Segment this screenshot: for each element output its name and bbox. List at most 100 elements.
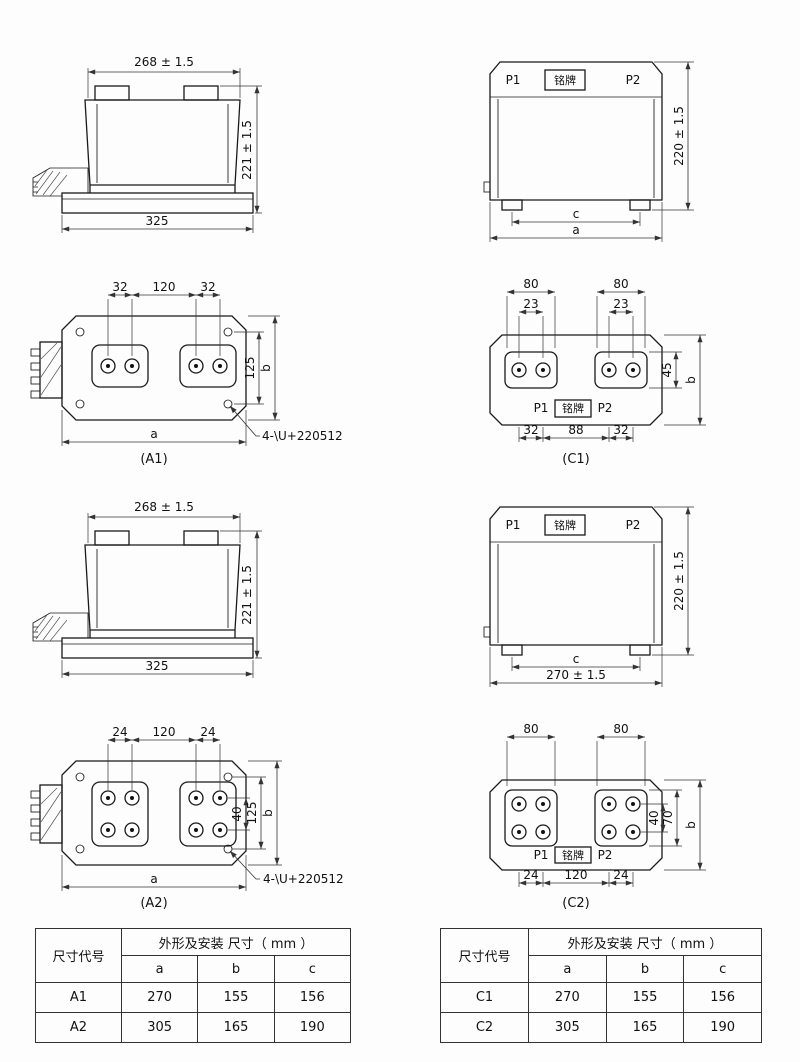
c1-top-dim-80-right: 80 [613, 277, 628, 291]
a1-top-dim-a: a [150, 427, 157, 441]
c1-front-p1-label: P1 [506, 73, 521, 87]
c2-top-p2-label: P2 [598, 848, 613, 862]
c2-top-dim-40: 40 [647, 810, 661, 825]
table-a-row1-code: A1 [35, 982, 122, 1013]
figure-c2-front: P1 铭牌 P2 220 ± 1.5 c 270 ± 1.5 [484, 507, 694, 687]
table-a-col-a: a [120, 955, 199, 983]
c1-top-p2-label: P2 [598, 401, 613, 415]
c1-top-dim-32-right: 32 [613, 423, 628, 437]
a2-top-body-outline [30, 760, 247, 866]
table-a-row1-c: 156 [273, 982, 352, 1013]
figure-a1-front: 268 ± 1.5 221 ± 1.5 325 [33, 55, 262, 233]
c1-top-dim-b: b [684, 376, 698, 384]
c1-front-p2-label: P2 [626, 73, 641, 87]
dimension-table-a: 尺寸代号 外形及安装 尺寸（ mm ） a b c A1 270 155 156… [35, 928, 352, 1043]
a2-top-dim-24-right: 24 [200, 725, 215, 739]
c2-top-dim-24-left: 24 [523, 868, 538, 882]
c1-top-dim-45: 45 [660, 362, 674, 377]
table-c-row2-b: 165 [605, 1012, 685, 1043]
c2-top-dimension-lines [506, 734, 706, 887]
table-a-code-header: 尺寸代号 [35, 928, 122, 983]
technical-drawing-canvas: 268 ± 1.5 221 ± 1.5 325 [30, 55, 706, 911]
table-row: A1 270 155 156 [35, 982, 352, 1013]
a2-front-base-dim: 325 [146, 659, 169, 673]
a2-front-width-dim: 268 ± 1.5 [134, 500, 194, 514]
c2-front-p1-label: P1 [506, 518, 521, 532]
table-a-col-c: c [273, 955, 352, 983]
table-a-row2-code: A2 [35, 1012, 122, 1043]
table-a-row1-a: 270 [120, 982, 199, 1013]
c1-front-dim-c: c [573, 207, 580, 221]
a2-top-dim-125: 125 [245, 802, 259, 825]
a1-front-width-dim: 268 ± 1.5 [134, 55, 194, 69]
table-row: A2 305 165 190 [35, 1012, 352, 1043]
table-c-row2-a: 305 [528, 1012, 607, 1043]
c1-top-body-outline [489, 334, 663, 426]
table-c-row1-a: 270 [528, 982, 607, 1013]
table-a-col-b: b [197, 955, 275, 983]
c2-front-p2-label: P2 [626, 518, 641, 532]
table-c-col-a: a [528, 955, 607, 983]
figure-c2-top: 80 80 40 70 b P1 铭牌 P2 24 120 24 (C2) [489, 722, 706, 911]
a1-front-height-dim: 221 ± 1.5 [240, 120, 254, 180]
table-a-row1-b: 155 [197, 982, 275, 1013]
table-c-group-header: 外形及安装 尺寸（ mm ） [528, 928, 762, 956]
c2-top-p1-label: P1 [534, 848, 549, 862]
a1-top-dim-b: b [259, 364, 273, 372]
c1-front-dim-a: a [572, 223, 579, 237]
a2-top-dim-120: 120 [153, 725, 176, 739]
figure-a1-top: 32 120 32 125 b a 4-\U+220512 (A1) [30, 280, 343, 467]
c2-front-height-dim: 220 ± 1.5 [672, 551, 686, 611]
table-c-row1-code: C1 [440, 982, 529, 1013]
table-a-row2-a: 305 [120, 1012, 199, 1043]
c1-top-dim-23-left: 23 [523, 297, 538, 311]
table-row: C1 270 155 156 [440, 982, 762, 1013]
dimension-table-c: 尺寸代号 外形及安装 尺寸（ mm ） a b c C1 270 155 156… [440, 928, 762, 1043]
a2-top-hole-note: 4-\U+220512 [263, 872, 344, 886]
figure-a2-front: 268 ± 1.5 221 ± 1.5 325 [33, 500, 262, 678]
table-a-group-header: 外形及安装 尺寸（ mm ） [121, 928, 351, 956]
a1-front-base-dim: 325 [146, 214, 169, 228]
table-c-col-b: b [605, 955, 685, 983]
a2-top-dim-b: b [261, 809, 275, 817]
a2-top-dim-40: 40 [230, 806, 244, 821]
a2-top-dim-a: a [150, 872, 157, 886]
table-c-row1-c: 156 [683, 982, 762, 1013]
a1-top-dim-120: 120 [153, 280, 176, 294]
figure-c1-front: P1 铭牌 P2 220 ± 1.5 c a [484, 62, 694, 242]
c2-top-dim-80-left: 80 [523, 722, 538, 736]
c2-top-dim-120: 120 [565, 868, 588, 882]
a1-top-dim-125: 125 [243, 357, 257, 380]
c1-caption: (C1) [562, 452, 590, 467]
figure-c1-top: 80 80 23 23 45 b P1 铭牌 P2 32 88 32 (C1) [489, 277, 706, 467]
c2-top-dim-24-right: 24 [613, 868, 628, 882]
c1-top-dim-32-left: 32 [523, 423, 538, 437]
a1-caption: (A1) [140, 452, 167, 467]
a1-top-body-outline [30, 315, 247, 421]
c1-top-dim-80-left: 80 [523, 277, 538, 291]
a2-caption: (A2) [140, 896, 167, 911]
c2-caption: (C2) [562, 896, 590, 911]
figure-a2-top: 24 120 24 40 125 b a 4-\U+220512 (A2) [30, 725, 344, 911]
table-a-row2-b: 165 [197, 1012, 275, 1043]
c2-front-width-dim: 270 ± 1.5 [546, 668, 606, 682]
a2-top-dim-24-left: 24 [112, 725, 127, 739]
c1-front-nameplate-label: 铭牌 [554, 73, 576, 87]
a2-front-height-dim: 221 ± 1.5 [240, 565, 254, 625]
c1-top-dim-23-right: 23 [613, 297, 628, 311]
c1-front-height-dim: 220 ± 1.5 [672, 106, 686, 166]
a1-top-hole-note: 4-\U+220512 [262, 429, 343, 443]
c1-top-dimension-lines [506, 289, 706, 442]
table-c-row1-b: 155 [605, 982, 685, 1013]
c1-top-dim-88: 88 [568, 423, 583, 437]
c2-top-dim-80-right: 80 [613, 722, 628, 736]
table-c-row2-code: C2 [440, 1012, 529, 1043]
c2-top-dim-b: b [684, 821, 698, 829]
c2-front-dim-c: c [573, 652, 580, 666]
c1-top-nameplate-label: 铭牌 [562, 401, 584, 415]
table-a-row2-c: 190 [273, 1012, 352, 1043]
table-row: C2 305 165 190 [440, 1012, 762, 1043]
table-c-row2-c: 190 [683, 1012, 762, 1043]
c2-top-dim-70: 70 [661, 810, 675, 825]
